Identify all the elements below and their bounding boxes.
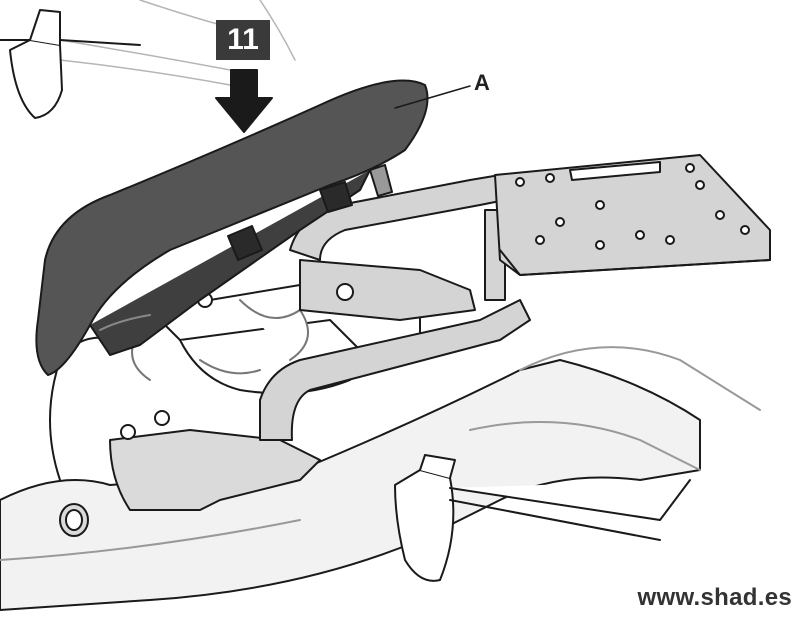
turn-signal-top-left (0, 9, 141, 119)
sub-frame (131, 279, 421, 395)
website-url[interactable]: www.shad.es (637, 584, 792, 611)
rack-plate (494, 154, 771, 276)
callout-leader-a (394, 85, 471, 109)
rack-tubes (197, 174, 531, 441)
turn-signal-bottom (394, 454, 691, 582)
callout-label-a: A (474, 70, 490, 95)
passenger-seat (35, 79, 429, 376)
step-number-badge: 11 (216, 20, 270, 60)
down-arrow-icon (215, 69, 273, 133)
mounting-bracket (59, 410, 321, 537)
